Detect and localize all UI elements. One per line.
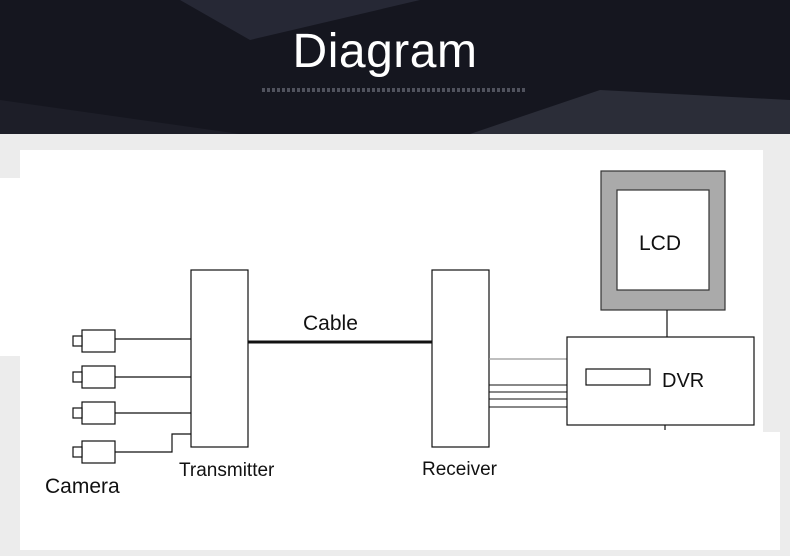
panel-extension-left xyxy=(0,178,22,356)
page-title: Diagram xyxy=(292,25,478,78)
camera-wires xyxy=(115,338,191,453)
receiver-box xyxy=(431,269,490,448)
lcd-monitor xyxy=(600,170,726,311)
lcd-label: LCD xyxy=(639,232,681,255)
dvr-label: DVR xyxy=(662,370,704,392)
dvr-unit xyxy=(566,336,755,430)
banner-background xyxy=(0,0,790,134)
camera-2 xyxy=(72,365,116,389)
camera-3 xyxy=(72,401,116,425)
cable-label: Cable xyxy=(303,312,358,335)
transmitter-label: Transmitter xyxy=(179,460,275,481)
header-banner: Diagram xyxy=(0,0,790,134)
receiver-dvr-wires xyxy=(489,358,567,408)
camera-label: Camera xyxy=(45,475,120,498)
transmitter-box xyxy=(190,269,249,448)
panel-extension-right xyxy=(762,432,780,550)
camera-4 xyxy=(72,440,116,464)
receiver-label: Receiver xyxy=(422,459,498,480)
banner-subtitle-line xyxy=(262,88,526,92)
camera-1 xyxy=(72,329,116,353)
